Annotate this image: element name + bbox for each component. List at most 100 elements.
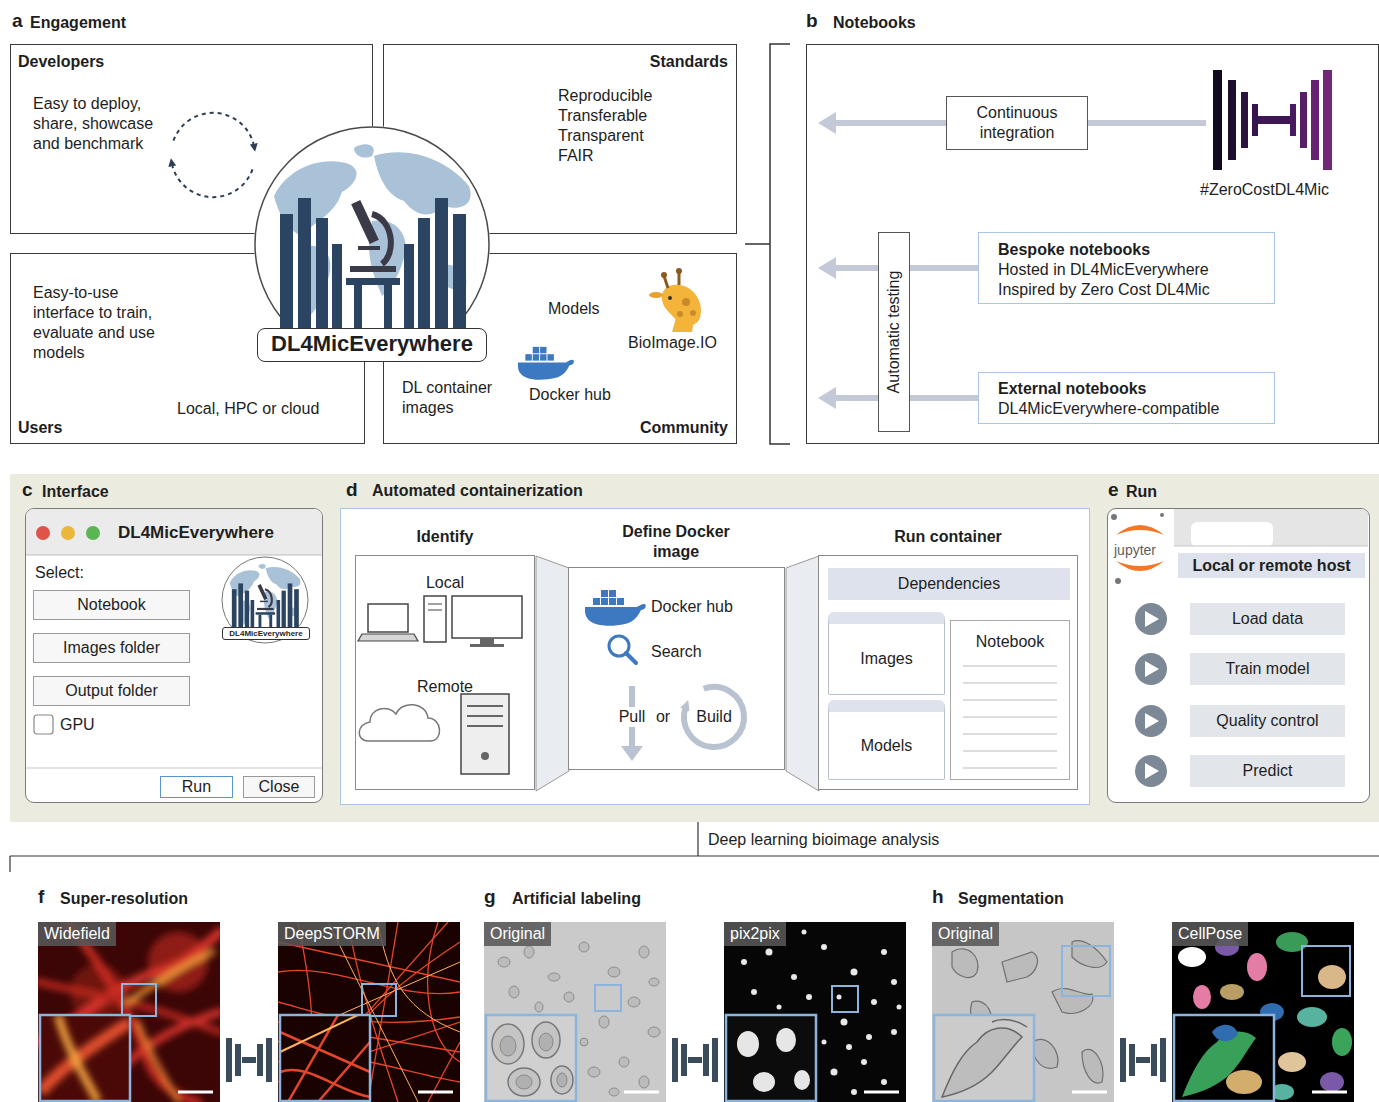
container-steps (786, 556, 819, 791)
button: Images folder (33, 633, 190, 663)
brightfield-image (532, 1022, 560, 1058)
node-text: Predict (1239, 761, 1297, 781)
brightfield-image (551, 1066, 573, 1094)
step-box: IdentifyLocalRemote (355, 555, 535, 790)
brightfield-image (595, 985, 621, 1011)
logo-text: DL4MicEverywhere (222, 627, 310, 640)
brightfield-image (492, 1022, 573, 1096)
node-text: Automatic testing (884, 232, 904, 432)
node-text: DeepSTORM (278, 922, 386, 946)
widefield-image (40, 1015, 130, 1102)
network-icon (1120, 1038, 1166, 1082)
logo-art (280, 214, 293, 334)
computer-icons (368, 604, 408, 632)
network-icon (1120, 1038, 1126, 1082)
logo-art (316, 218, 328, 334)
segmentation-image (1226, 1070, 1262, 1094)
segmentation-image (1178, 947, 1206, 967)
node-text: Bespoke notebooks (998, 240, 1260, 260)
node-text: Original (932, 922, 999, 946)
node-text: Search (651, 642, 771, 662)
node-text: DL4MicEverywhere (118, 523, 308, 543)
node-text: Local or remote host (1178, 553, 1365, 578)
brightfield-image (1072, 941, 1107, 968)
brightfield-image (564, 992, 574, 1002)
computer-icons (359, 705, 439, 741)
nuclei-image (891, 979, 897, 985)
segmentation-image (1220, 984, 1244, 1000)
docker-whale-icon (533, 354, 539, 360)
super-resolution-image (278, 922, 460, 1102)
window-chrome (34, 715, 53, 734)
docker-whale-icon (533, 347, 539, 353)
node-text: DL4MicEverywhere (257, 328, 487, 362)
window-chrome (1135, 755, 1167, 787)
window-chrome (86, 526, 100, 540)
nuclei-image (897, 1005, 902, 1010)
window-chrome (1116, 525, 1164, 535)
network-icon (1129, 1044, 1135, 1076)
window-chrome (1145, 661, 1159, 677)
network-icon (1136, 1057, 1150, 1063)
image-panel: CellPose (1172, 922, 1354, 1102)
segmentation-image (1278, 1052, 1306, 1072)
folder-card: Models (828, 700, 945, 780)
network-icon (1213, 70, 1332, 170)
brightfield-image (484, 922, 666, 1102)
brightfield-image (588, 1067, 600, 1077)
brightfield-image (509, 986, 519, 998)
super-resolution-image (280, 1015, 370, 1101)
brightfield-image (579, 942, 589, 952)
connector (910, 395, 978, 401)
nuclei-image (861, 1059, 867, 1065)
brightfield-image (492, 1024, 524, 1064)
node-text: Quality control (1212, 711, 1322, 731)
connector (910, 265, 978, 271)
node-text: Easy to deploy, share, showcase and benc… (33, 94, 173, 154)
brightfield-image (539, 1033, 553, 1051)
docker-whale-icon (540, 354, 546, 360)
window-chrome (1145, 611, 1159, 627)
logo-art (354, 144, 374, 157)
bracket (745, 44, 790, 444)
network-icon (1311, 80, 1319, 160)
computer-icons (461, 694, 509, 774)
giraffe-icon (690, 310, 696, 316)
nuclei-image (821, 944, 827, 950)
node-text: Models (548, 299, 628, 319)
segmentation-image (1320, 1072, 1344, 1092)
network-icon (257, 1044, 263, 1076)
computer-icons (452, 596, 522, 638)
nuclei-image (881, 949, 887, 955)
docker-icons (609, 598, 616, 605)
action-button: Predict (1190, 755, 1345, 787)
widefield-image (38, 922, 220, 1102)
node-text: Transparent (558, 126, 718, 146)
window-chrome (1145, 611, 1159, 779)
flow-arrows (818, 387, 836, 409)
node-text: CellPose (1172, 922, 1248, 946)
nuclei-image (726, 1015, 816, 1101)
node-text: Output folder (61, 681, 162, 701)
docker-whale-icon (518, 360, 574, 380)
nuclei-image (841, 1019, 848, 1026)
computer-icons (428, 610, 442, 611)
brightfield-image (484, 922, 666, 1102)
node-text: DL4MicEverywhere-compatible (998, 399, 1268, 419)
brightfield-image (498, 957, 510, 967)
segmentation-image (1302, 946, 1350, 996)
brightfield-image (932, 922, 1114, 1102)
logo-art (435, 198, 448, 334)
brightfield-image (500, 1036, 516, 1056)
node-text: Models (857, 736, 917, 756)
node-text: BioImage.IO (628, 333, 728, 353)
segmentation-image (1276, 932, 1308, 952)
brightfield-image (486, 1015, 576, 1101)
panel-letter: a (12, 11, 23, 31)
panel-box: Automated containerization IdentifyLocal… (340, 508, 1090, 805)
nuclei-image (724, 922, 906, 1102)
node-text: Inspired by Zero Cost DL4Mic (998, 280, 1268, 300)
nuclei-image (794, 1070, 810, 1090)
node-text: Reproducible (558, 86, 718, 106)
nuclei-image (881, 1079, 887, 1085)
